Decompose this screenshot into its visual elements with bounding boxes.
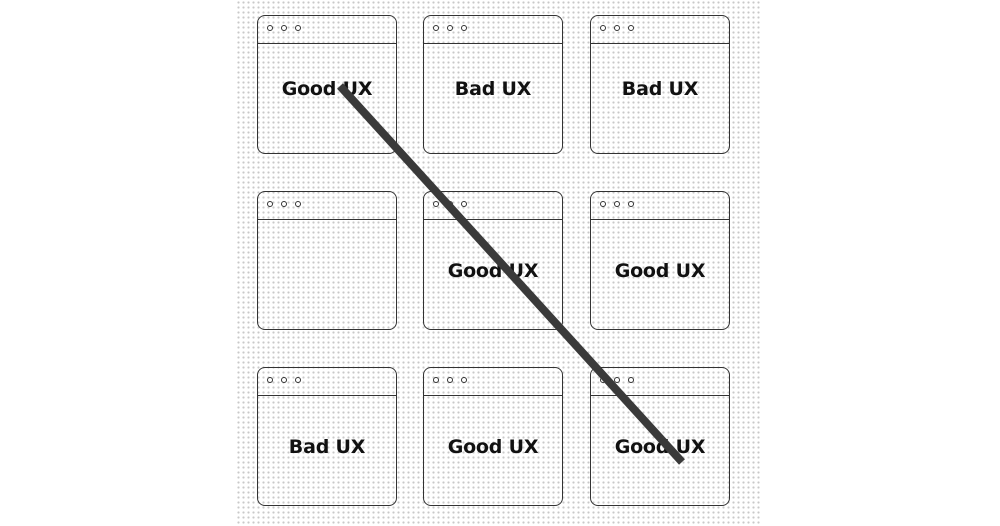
window-label: Good UX — [447, 260, 539, 282]
window-label: Good UX — [281, 78, 373, 100]
browser-window-7: Bad UX — [257, 367, 397, 506]
window-control-icon — [295, 377, 301, 383]
browser-window-3: Bad UX — [590, 15, 730, 154]
window-control-icon — [614, 377, 620, 383]
window-control-icon — [614, 25, 620, 31]
window-control-icon — [295, 25, 301, 31]
window-title-bar — [424, 368, 562, 396]
browser-window-9: Good UX — [590, 367, 730, 506]
window-title-bar — [258, 368, 396, 396]
window-label: Good UX — [614, 436, 706, 458]
window-control-icon — [281, 25, 287, 31]
window-title-bar — [424, 16, 562, 44]
browser-window-2: Bad UX — [423, 15, 563, 154]
window-control-icon — [267, 25, 273, 31]
window-control-icon — [628, 25, 634, 31]
browser-window-6: Good UX — [590, 191, 730, 330]
window-control-icon — [281, 377, 287, 383]
window-control-icon — [600, 25, 606, 31]
window-control-icon — [433, 377, 439, 383]
browser-window-8: Good UX — [423, 367, 563, 506]
window-control-icon — [447, 377, 453, 383]
window-label: Good UX — [614, 260, 706, 282]
window-control-icon — [267, 377, 273, 383]
window-title-bar — [591, 16, 729, 44]
window-control-icon — [461, 25, 467, 31]
window-control-icon — [628, 377, 634, 383]
window-title-bar — [424, 192, 562, 220]
window-title-bar — [591, 368, 729, 396]
window-control-icon — [267, 201, 273, 207]
window-control-icon — [461, 201, 467, 207]
window-control-icon — [295, 201, 301, 207]
window-control-icon — [281, 201, 287, 207]
window-control-icon — [600, 201, 606, 207]
window-label: Bad UX — [288, 436, 366, 458]
browser-window-5: Good UX — [423, 191, 563, 330]
browser-window-1: Good UX — [257, 15, 397, 154]
browser-window-4 — [257, 191, 397, 330]
window-control-icon — [461, 377, 467, 383]
window-control-icon — [447, 201, 453, 207]
window-control-icon — [628, 201, 634, 207]
window-title-bar — [258, 16, 396, 44]
window-control-icon — [600, 377, 606, 383]
window-label: Bad UX — [454, 78, 532, 100]
window-title-bar — [591, 192, 729, 220]
window-control-icon — [433, 25, 439, 31]
window-title-bar — [258, 192, 396, 220]
window-label: Bad UX — [621, 78, 699, 100]
window-control-icon — [433, 201, 439, 207]
window-label: Good UX — [447, 436, 539, 458]
window-control-icon — [614, 201, 620, 207]
window-control-icon — [447, 25, 453, 31]
